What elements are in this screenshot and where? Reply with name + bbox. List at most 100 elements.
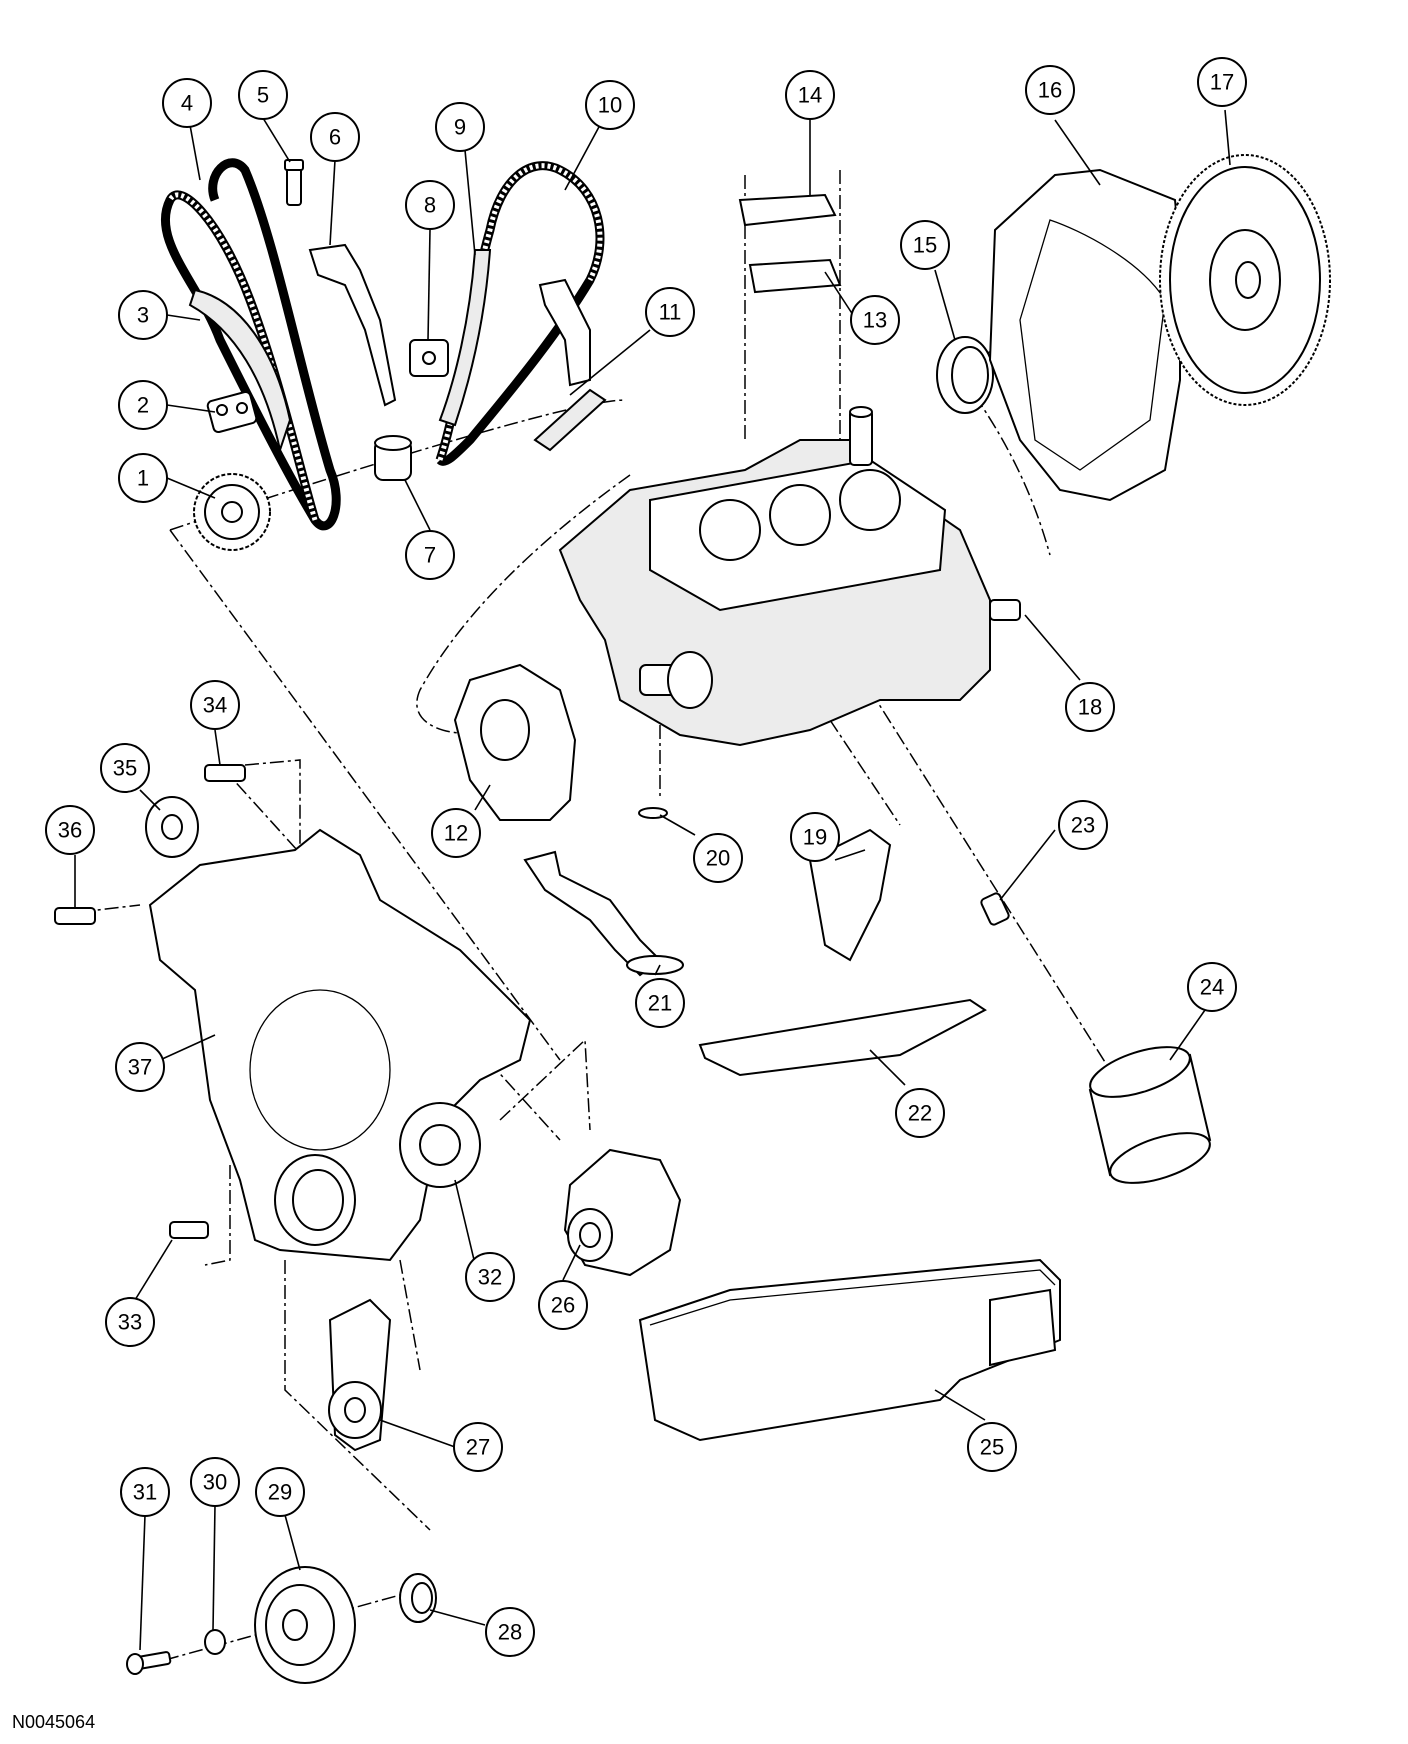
callout-33: 33 — [105, 1297, 155, 1347]
water-pump — [563, 1148, 682, 1277]
callout-6: 6 — [310, 112, 360, 162]
cam-position-sensor — [204, 764, 246, 782]
callout-30-label: 30 — [203, 1470, 227, 1495]
callout-4-label: 4 — [181, 91, 193, 116]
callout-9: 9 — [435, 102, 485, 152]
callout-33-label: 33 — [118, 1310, 142, 1335]
callout-26-label: 26 — [551, 1293, 575, 1318]
crank-sprocket — [193, 473, 271, 551]
callout-14: 14 — [785, 70, 835, 120]
idler-sprocket — [374, 435, 412, 481]
crankshaft-pulley — [254, 1566, 356, 1684]
crank-position-sensor — [169, 1221, 209, 1239]
mount-bracket — [808, 828, 892, 962]
chain-tensioner — [206, 390, 258, 434]
callout-16: 16 — [1025, 65, 1075, 115]
callout-14-label: 14 — [798, 83, 822, 108]
rear-seal — [936, 336, 994, 414]
callout-31: 31 — [120, 1467, 170, 1517]
callout-15-label: 15 — [913, 233, 937, 258]
oil-pump-screen-gasket — [738, 193, 837, 227]
callout-15: 15 — [900, 220, 950, 270]
callout-32-label: 32 — [478, 1265, 502, 1290]
callout-20-label: 20 — [706, 846, 730, 871]
chain-guide — [188, 288, 292, 454]
callout-27: 27 — [453, 1422, 503, 1472]
callout-34: 34 — [190, 680, 240, 730]
belt-tensioner — [328, 1298, 392, 1452]
oil-pressure-sensor — [989, 599, 1021, 621]
callout-16-label: 16 — [1038, 78, 1062, 103]
figure-id: N0045064 — [12, 1712, 96, 1732]
oil-filter — [1088, 1046, 1212, 1184]
callout-34-label: 34 — [203, 693, 227, 718]
callout-35-label: 35 — [113, 756, 137, 781]
callout-36: 36 — [45, 805, 95, 855]
callout-22: 22 — [895, 1088, 945, 1138]
callout-18: 18 — [1065, 682, 1115, 732]
tensioner-pulley — [145, 796, 199, 858]
callout-2-label: 2 — [137, 393, 149, 418]
callout-3-label: 3 — [137, 303, 149, 328]
oil-pan — [638, 1258, 1061, 1442]
callout-12-label: 12 — [444, 821, 468, 846]
crank-washer — [204, 1629, 226, 1655]
callout-21-label: 21 — [648, 991, 672, 1016]
callout-7: 7 — [405, 530, 455, 580]
callout-12: 12 — [431, 808, 481, 858]
gasket-13 — [748, 258, 842, 294]
callout-23-label: 23 — [1071, 813, 1095, 838]
callout-37: 37 — [115, 1042, 165, 1092]
engine-rear-plate — [988, 168, 1181, 502]
callout-20: 20 — [693, 833, 743, 883]
tensioner-arm — [308, 243, 397, 407]
callout-6-label: 6 — [329, 125, 341, 150]
callout-9-label: 9 — [454, 115, 466, 140]
windage-tray — [698, 998, 987, 1077]
tensioner-arm-right — [538, 278, 591, 387]
chain-tensioner-right — [409, 339, 449, 377]
cam-sensor-left — [54, 907, 96, 925]
callout-37-label: 37 — [128, 1055, 152, 1080]
crank-front-seal — [399, 1573, 437, 1623]
callout-32: 32 — [465, 1252, 515, 1302]
callout-11-label: 11 — [659, 300, 682, 325]
leader-lines — [74, 109, 1231, 1651]
callout-1: 1 — [118, 453, 168, 503]
callout-19: 19 — [790, 812, 840, 862]
idler-pulley — [399, 1102, 481, 1188]
callout-19-label: 19 — [803, 825, 827, 850]
callout-10: 10 — [585, 80, 635, 130]
tensioner-plunger — [284, 159, 304, 206]
callout-5: 5 — [238, 70, 288, 120]
callout-2: 2 — [118, 380, 168, 430]
callout-3: 3 — [118, 290, 168, 340]
callout-35: 35 — [100, 743, 150, 793]
callout-31-label: 31 — [133, 1480, 157, 1505]
callout-30: 30 — [190, 1457, 240, 1507]
callout-28-label: 28 — [498, 1620, 522, 1645]
callout-10-label: 10 — [598, 93, 622, 118]
callout-8: 8 — [405, 180, 455, 230]
callout-17-label: 17 — [1210, 70, 1234, 95]
callout-11: 11 — [645, 287, 695, 337]
callout-7-label: 7 — [424, 543, 436, 568]
callout-23: 23 — [1058, 800, 1108, 850]
callout-13-label: 13 — [863, 308, 887, 333]
chain-guide-right — [438, 249, 492, 427]
callout-1-label: 1 — [137, 466, 149, 491]
oil-pump-bore — [480, 699, 530, 761]
chain-guide-lower — [533, 388, 607, 452]
engine-block — [558, 406, 991, 747]
callout-4: 4 — [162, 78, 212, 128]
callout-29: 29 — [255, 1467, 305, 1517]
callout-8-label: 8 — [424, 193, 436, 218]
callout-5-label: 5 — [257, 83, 269, 108]
callout-18-label: 18 — [1078, 695, 1102, 720]
callout-21: 21 — [635, 978, 685, 1028]
callout-13: 13 — [850, 295, 900, 345]
callout-27-label: 27 — [466, 1435, 490, 1460]
oil-filter-adapter — [980, 892, 1010, 926]
callout-17: 17 — [1197, 57, 1247, 107]
